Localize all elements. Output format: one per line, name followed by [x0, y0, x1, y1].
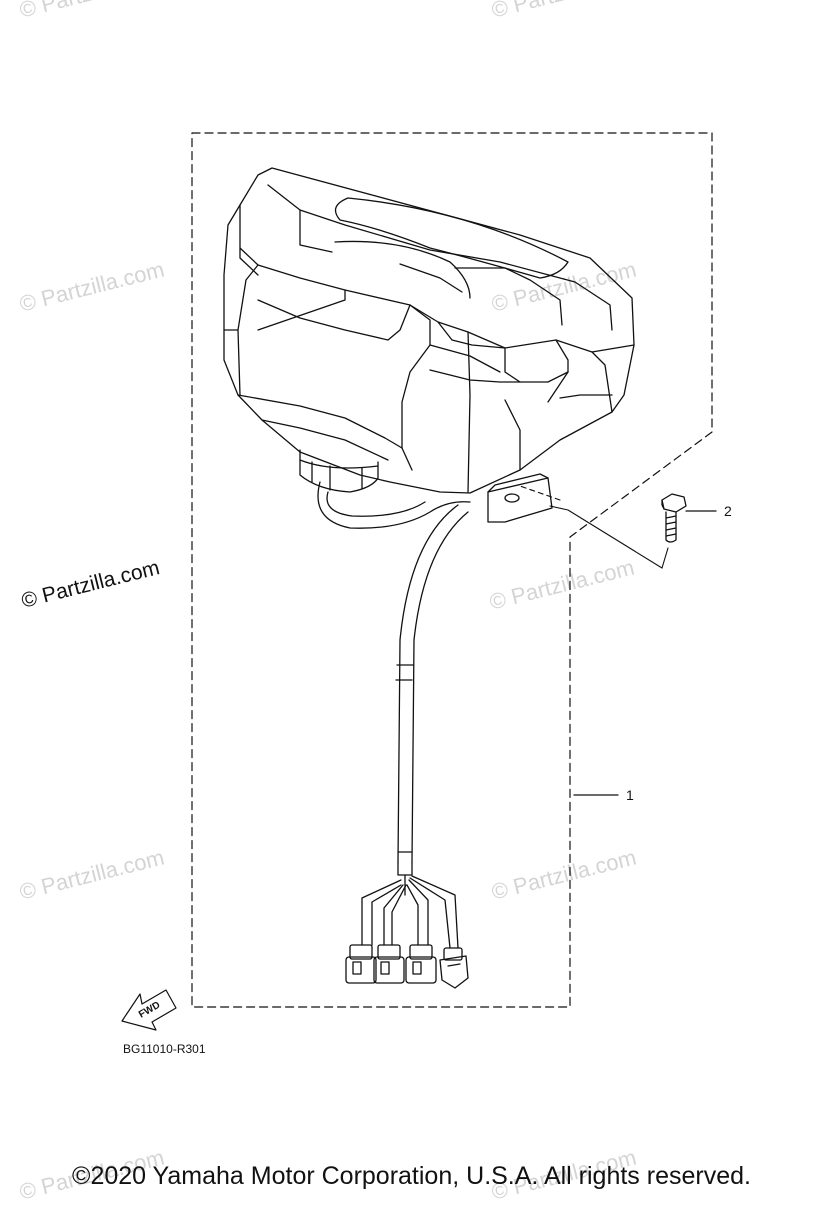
- meter-top-bezel: [239, 167, 635, 353]
- connector-1: [345, 944, 377, 984]
- wire-harness: [317, 481, 471, 529]
- fwd-arrow-icon: [121, 989, 177, 1031]
- fwd-arrow-label: FWD: [137, 1000, 162, 1021]
- connector-4: [439, 947, 469, 989]
- assembly-boundary: [191, 132, 713, 1008]
- meter-body: [223, 204, 635, 494]
- connector-3: [405, 944, 437, 984]
- mounting-bracket: [487, 477, 553, 523]
- bolt-fitting-line: [549, 505, 663, 569]
- diagram-code: BG11010-R301: [123, 1042, 206, 1056]
- connector-boss: [299, 449, 379, 493]
- callout-part-1: 1: [626, 787, 634, 803]
- copyright-notice: ©2020 Yamaha Motor Corporation, U.S.A. A…: [72, 1162, 751, 1190]
- callout-part-2: 2: [724, 503, 732, 519]
- connector-2: [373, 944, 405, 984]
- bolt-part-2: [661, 493, 687, 543]
